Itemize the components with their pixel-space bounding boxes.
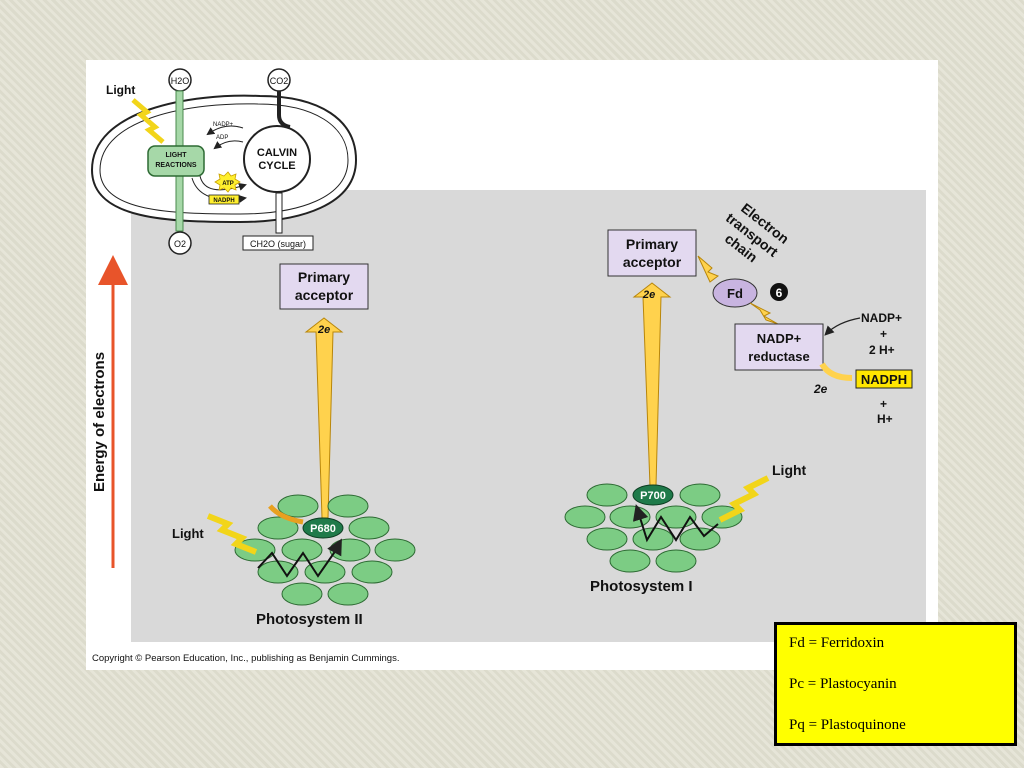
ps1-electron-label: 2e [642, 289, 655, 301]
co2-flow-arrow [277, 91, 291, 129]
ps2-light-excitation-arrow [268, 504, 304, 525]
h2o-label: H2O [171, 76, 190, 86]
nadp-input-label: NADP+ [861, 311, 902, 325]
step-number-badge [770, 283, 788, 301]
sugar-box [242, 235, 314, 251]
overview-light-label: Light [106, 83, 135, 97]
fd-ellipse [712, 278, 758, 308]
ps2-light-bolt [206, 513, 258, 555]
ps1-light-label: Light [772, 462, 807, 478]
reductase-label-1: NADP+ [757, 331, 802, 346]
abbreviation-legend: Fd = Ferridoxin Pc = Plastocyanin Pq = P… [774, 622, 1017, 746]
photosystem-ii: Primary acceptor 2e P680 Light Photosyst… [172, 263, 416, 628]
o2-circle [168, 231, 192, 255]
calvin-cycle-circle [243, 125, 311, 193]
overview-nadph-label: NADPH [213, 198, 234, 204]
ps1-acceptor-label-1: Primary [626, 236, 678, 252]
plus-1-label: + [880, 327, 887, 341]
atp-out-arrow [199, 175, 247, 191]
energy-axis-label: Energy of electrons [91, 352, 108, 492]
nadp-return-arrow [206, 125, 244, 136]
light-reactions-label-2: REACTIONS [155, 162, 197, 169]
acceptor-to-fd-arrow [697, 255, 720, 283]
ps1-energy-transfer-zigzag [632, 504, 719, 543]
overview-nadp-label: NADP+ [213, 122, 234, 128]
legend-item-fd: Fd = Ferridoxin [789, 635, 885, 651]
ps2-name-label: Photosystem II [256, 611, 363, 628]
p680-reaction-center [302, 517, 344, 539]
p700-label: P700 [640, 490, 666, 502]
ps2-electron-label: 2e [317, 324, 330, 336]
fd-label: Fd [727, 286, 743, 301]
co2-label: CO2 [270, 76, 289, 86]
calvin-cycle-label-2: CYCLE [258, 160, 295, 172]
legend-item-pq: Pq = Plastoquinone [789, 717, 906, 733]
thylakoid-stack [147, 145, 205, 177]
ps2-light-label: Light [172, 526, 204, 541]
p680-label: P680 [310, 523, 336, 535]
adp-return-arrow [213, 140, 244, 150]
sugar-label: CH2O (sugar) [250, 239, 306, 249]
energy-diagram-background [131, 190, 926, 642]
ps1-name-label: Photosystem I [590, 578, 693, 595]
h-plus-label: H+ [877, 412, 893, 426]
overview-adp-label: ADP [216, 135, 228, 141]
light-reactions-label-1: LIGHT [166, 152, 188, 159]
overview-nadph-box [208, 194, 240, 205]
overview-atp-label: ATP [222, 181, 234, 187]
ps2-primary-acceptor-box [279, 263, 369, 310]
p700-reaction-center [632, 484, 674, 506]
copyright-text: Copyright © Pearson Education, Inc., pub… [92, 653, 399, 664]
sugar-flow-arrow [275, 192, 283, 234]
calvin-cycle-label-1: CALVIN [257, 147, 297, 159]
reductase-to-nadph-arrow [819, 362, 853, 381]
two-h-label: 2 H+ [869, 343, 895, 357]
legend-item-pc: Pc = Plastocyanin [789, 676, 897, 692]
ps2-acceptor-label-2: acceptor [295, 287, 354, 303]
ps1-light-bolt [718, 475, 770, 523]
reductase-label-2: reductase [748, 349, 809, 364]
ps2-acceptor-label-1: Primary [298, 269, 350, 285]
nadph-label: NADPH [861, 372, 907, 387]
atp-burst [214, 171, 241, 193]
overview-light-bolt [131, 98, 165, 144]
step-number-label: 6 [776, 286, 783, 300]
o2-label: O2 [174, 239, 186, 249]
ps1-acceptor-label-2: acceptor [623, 254, 682, 270]
ps1-primary-acceptor-box [607, 229, 697, 277]
etc-electron-label: 2e [813, 382, 828, 396]
chloroplast-overview: Light H2O CO2 LIGHT REACTIONS CALVIN CYC… [90, 68, 358, 255]
nadp-reductase-box [734, 323, 824, 371]
nadph-box [855, 369, 913, 389]
ps2-energy-transfer-zigzag [257, 538, 342, 578]
photosystem-i: Primary acceptor 2e P700 Light Photosyst… [564, 229, 807, 595]
nadp-input-arrow [824, 317, 861, 336]
plus-2-label: + [880, 397, 887, 411]
ps2-thylakoid-discs [234, 494, 416, 606]
